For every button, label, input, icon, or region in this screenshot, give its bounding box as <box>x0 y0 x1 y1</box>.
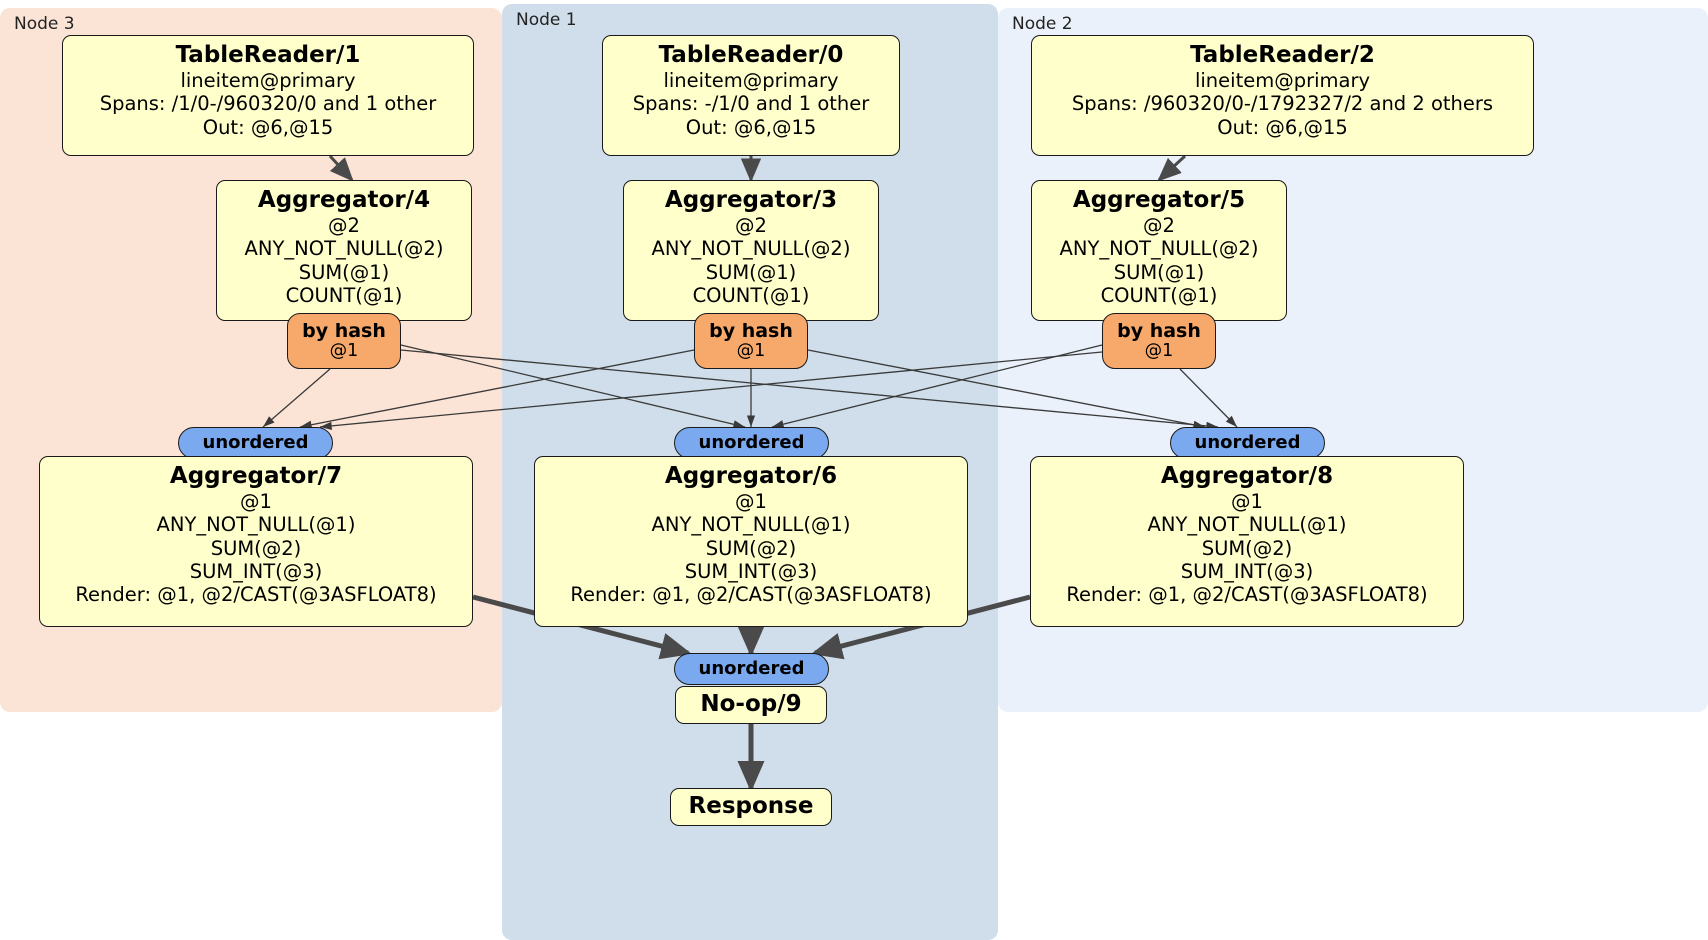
stream-un9[interactable]: unordered <box>674 653 829 685</box>
processor-title: Aggregator/4 <box>257 187 431 213</box>
processor-detail-3: COUNT(@1) <box>1100 283 1218 307</box>
processor-title: TableReader/2 <box>1190 42 1375 68</box>
router-label: by hash <box>302 319 386 342</box>
processor-detail-3: SUM_INT(@3) <box>1180 559 1314 583</box>
processor-noop9[interactable]: No-op/9 <box>675 686 827 724</box>
processor-title: Aggregator/6 <box>664 463 838 489</box>
processor-detail-1: ANY_NOT_NULL(@1) <box>651 513 851 537</box>
processor-title: TableReader/1 <box>175 42 361 68</box>
processor-detail-2: SUM(@2) <box>1201 536 1293 560</box>
processor-detail-0: @2 <box>735 214 767 238</box>
panel-label-node3: Node 3 <box>14 14 75 34</box>
processor-detail-4: Render: @1, @2/CAST(@3ASFLOAT8) <box>570 582 932 606</box>
processor-title: Aggregator/3 <box>664 187 838 213</box>
processor-detail-1: ANY_NOT_NULL(@2) <box>244 237 444 261</box>
processor-detail-0: @1 <box>735 490 767 514</box>
processor-detail-1: ANY_NOT_NULL(@1) <box>1147 513 1347 537</box>
processor-title: Aggregator/7 <box>169 463 343 489</box>
processor-detail-0: @2 <box>1143 214 1175 238</box>
processor-title: No-op/9 <box>700 691 802 718</box>
router-label: by hash <box>1117 319 1201 342</box>
stream-label: unordered <box>698 658 805 679</box>
router-label: by hash <box>709 319 793 342</box>
processor-detail-0: lineitem@primary <box>663 69 839 93</box>
processor-detail-1: Spans: -/1/0 and 1 other <box>632 92 870 116</box>
processor-title: TableReader/0 <box>658 42 844 68</box>
processor-detail-0: @1 <box>1231 490 1263 514</box>
router-column: @1 <box>1144 340 1174 361</box>
processor-detail-2: Out: @6,@15 <box>202 115 334 139</box>
processor-detail-0: lineitem@primary <box>180 69 356 93</box>
stream-un7[interactable]: unordered <box>178 427 333 459</box>
processor-detail-2: Out: @6,@15 <box>1217 115 1348 139</box>
processor-detail-4: Render: @1, @2/CAST(@3ASFLOAT8) <box>1066 582 1428 606</box>
processor-detail-2: SUM(@1) <box>705 260 797 284</box>
processor-detail-3: COUNT(@1) <box>285 283 403 307</box>
panel-label-node2: Node 2 <box>1012 14 1073 34</box>
processor-detail-3: SUM_INT(@3) <box>684 559 818 583</box>
stream-un8[interactable]: unordered <box>1170 427 1325 459</box>
processor-response[interactable]: Response <box>670 788 832 826</box>
router-hash5[interactable]: by hash@1 <box>1102 313 1216 369</box>
router-hash3[interactable]: by hash@1 <box>694 313 808 369</box>
processor-detail-0: @2 <box>328 214 360 238</box>
processor-detail-2: SUM(@1) <box>298 260 390 284</box>
processor-detail-1: Spans: /960320/0-/1792327/2 and 2 others <box>1071 92 1494 116</box>
processor-detail-4: Render: @1, @2/CAST(@3ASFLOAT8) <box>75 582 437 606</box>
processor-detail-3: SUM_INT(@3) <box>189 559 323 583</box>
processor-detail-2: SUM(@1) <box>1113 260 1205 284</box>
processor-detail-0: @1 <box>240 490 272 514</box>
router-hash4[interactable]: by hash@1 <box>287 313 401 369</box>
processor-detail-2: Out: @6,@15 <box>685 115 817 139</box>
stream-un6[interactable]: unordered <box>674 427 829 459</box>
processor-detail-1: ANY_NOT_NULL(@2) <box>651 237 851 261</box>
stream-label: unordered <box>698 432 805 453</box>
processor-title: Aggregator/8 <box>1160 463 1334 489</box>
processor-detail-1: ANY_NOT_NULL(@2) <box>1059 237 1259 261</box>
panel-label-node1: Node 1 <box>516 10 577 30</box>
router-column: @1 <box>329 340 359 361</box>
stream-label: unordered <box>202 432 309 453</box>
processor-detail-2: SUM(@2) <box>705 536 797 560</box>
processor-detail-3: COUNT(@1) <box>692 283 810 307</box>
processor-detail-2: SUM(@2) <box>210 536 302 560</box>
stream-label: unordered <box>1194 432 1301 453</box>
processor-title: Aggregator/5 <box>1072 187 1246 213</box>
router-column: @1 <box>736 340 766 361</box>
processor-detail-1: Spans: /1/0-/960320/0 and 1 other <box>99 92 437 116</box>
processor-detail-0: lineitem@primary <box>1194 69 1371 93</box>
processor-detail-1: ANY_NOT_NULL(@1) <box>156 513 356 537</box>
processor-title: Response <box>688 793 814 820</box>
